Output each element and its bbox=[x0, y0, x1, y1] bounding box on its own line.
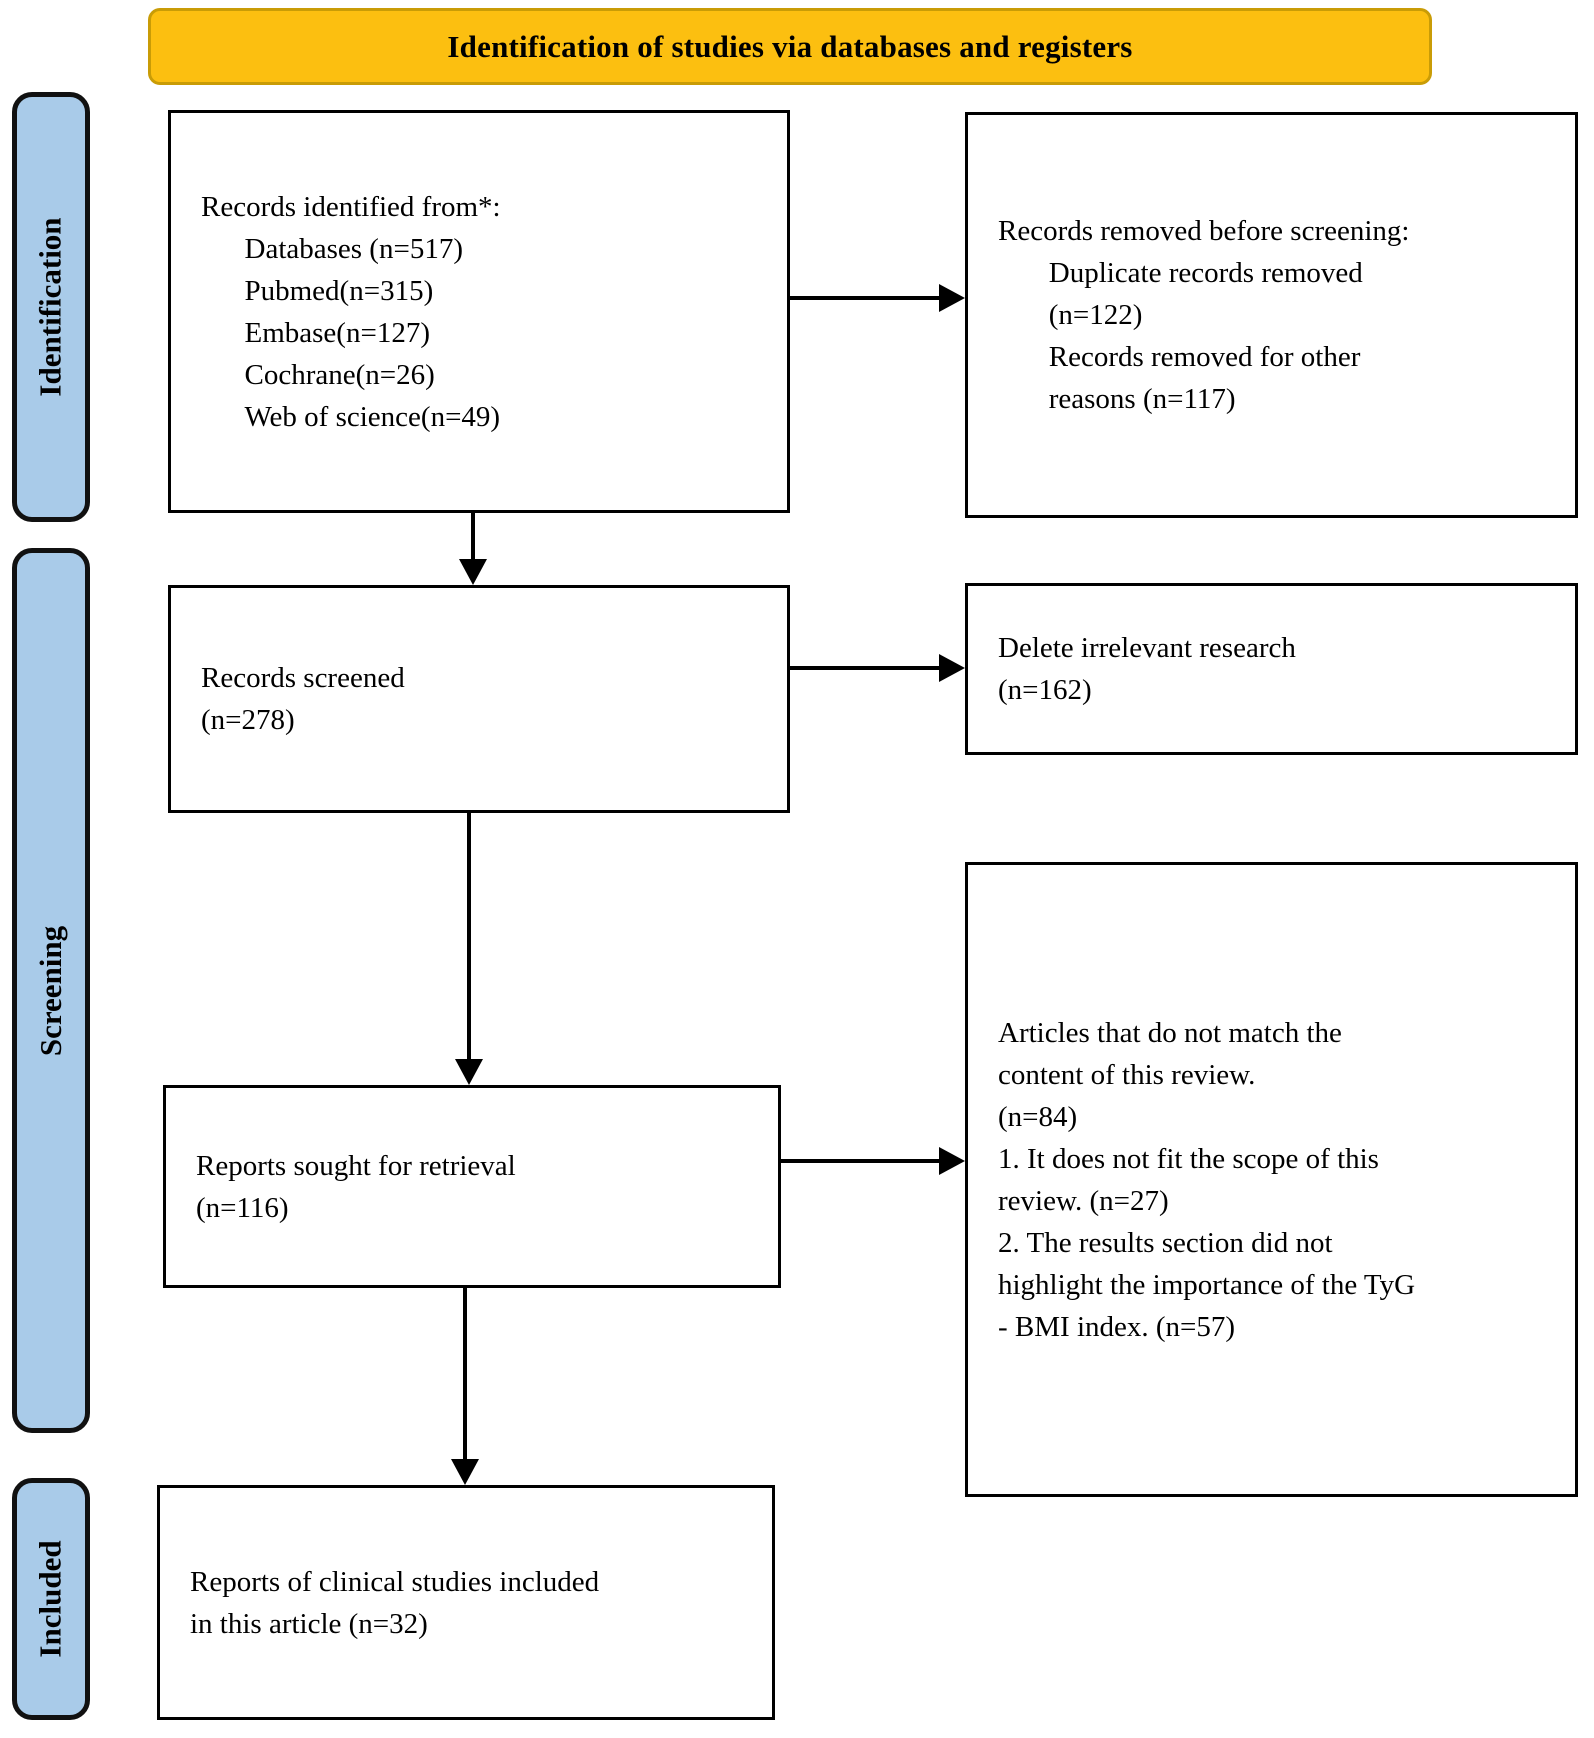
arrow-identified-to-screened-head bbox=[459, 559, 487, 585]
stage-screening-label: Screening bbox=[33, 925, 68, 1056]
arrow-screened-to-deleted-head bbox=[939, 654, 965, 682]
arrow-identified-to-screened-line bbox=[471, 513, 475, 563]
box-articles-excluded: Articles that do not match the content o… bbox=[965, 862, 1578, 1497]
stage-included: Included bbox=[12, 1478, 90, 1720]
stage-screening: Screening bbox=[12, 548, 90, 1433]
arrow-screened-to-deleted-line bbox=[790, 666, 941, 670]
box-delete-irrelevant: Delete irrelevant research (n=162) bbox=[965, 583, 1578, 755]
box-reports-sought-text: Reports sought for retrieval (n=116) bbox=[196, 1149, 516, 1224]
box-records-screened: Records screened (n=278) bbox=[168, 585, 790, 813]
arrow-sought-to-excluded-head bbox=[939, 1147, 965, 1175]
arrow-screened-to-sought-line bbox=[467, 813, 471, 1061]
banner: Identification of studies via databases … bbox=[148, 8, 1432, 85]
banner-title: Identification of studies via databases … bbox=[447, 28, 1133, 64]
box-records-screened-text: Records screened (n=278) bbox=[201, 662, 405, 736]
box-reports-included-text: Reports of clinical studies included in … bbox=[190, 1565, 600, 1640]
arrow-sought-to-included-line bbox=[463, 1288, 467, 1461]
box-records-removed-text: Records removed before screening: Duplic… bbox=[998, 215, 1410, 415]
box-articles-excluded-text: Articles that do not match the content o… bbox=[998, 1016, 1416, 1343]
box-delete-irrelevant-text: Delete irrelevant research (n=162) bbox=[998, 632, 1296, 706]
box-records-identified-text: Records identified from*: Databases (n=5… bbox=[201, 190, 501, 433]
box-reports-included: Reports of clinical studies included in … bbox=[157, 1485, 775, 1720]
stage-identification: Identification bbox=[12, 92, 90, 522]
stage-included-label: Included bbox=[33, 1540, 69, 1658]
box-reports-sought: Reports sought for retrieval (n=116) bbox=[163, 1085, 781, 1288]
box-records-identified: Records identified from*: Databases (n=5… bbox=[168, 110, 790, 513]
arrow-sought-to-excluded-line bbox=[781, 1159, 941, 1163]
arrow-sought-to-included-head bbox=[451, 1459, 479, 1485]
arrow-screened-to-sought-head bbox=[455, 1059, 483, 1085]
arrow-identified-to-removed-head bbox=[939, 284, 965, 312]
arrow-identified-to-removed-line bbox=[790, 296, 941, 300]
stage-identification-label: Identification bbox=[33, 217, 68, 397]
box-records-removed: Records removed before screening: Duplic… bbox=[965, 112, 1578, 518]
